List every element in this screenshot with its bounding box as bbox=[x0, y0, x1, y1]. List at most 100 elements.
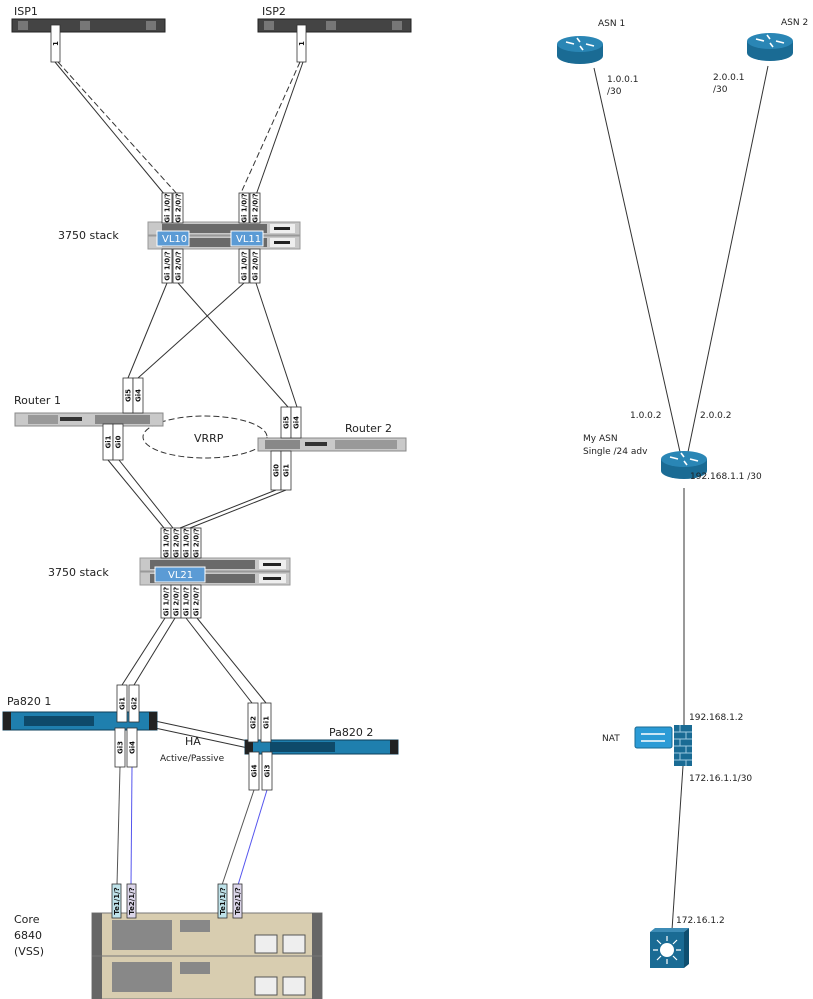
isp2-label: ISP2 bbox=[262, 5, 286, 18]
port-label: Gi0 bbox=[112, 423, 124, 461]
port-label: Gi4 bbox=[290, 406, 302, 439]
port-label: Gi 1/0/? bbox=[160, 584, 172, 619]
port-box bbox=[238, 192, 250, 224]
fw-down-ip: 172.16.1.1/30 bbox=[689, 774, 752, 784]
port-label: Gi 1/0/? bbox=[238, 248, 250, 284]
port-name: Gi 2/0/? bbox=[175, 193, 183, 223]
my-asn-ip2: 2.0.0.2 bbox=[700, 411, 732, 421]
port-name: Te2/1/? bbox=[234, 887, 242, 915]
pa1-label: Pa820 1 bbox=[7, 695, 51, 708]
port-label: Gi 1/0/? bbox=[161, 192, 173, 224]
port-name: Gi 1/0/? bbox=[163, 587, 171, 617]
port-label: Gi 2/0/? bbox=[249, 248, 261, 284]
asn2-router-icon bbox=[747, 33, 793, 61]
port-label: Gi 1/0/? bbox=[161, 248, 173, 284]
port-name: Gi 1/0/? bbox=[183, 587, 191, 617]
port-label: 1 bbox=[50, 24, 61, 63]
port-box bbox=[247, 702, 259, 743]
port-label: Gi5 bbox=[280, 406, 292, 439]
port-label: Gi 2/0/? bbox=[170, 527, 182, 559]
port-name: Gi1 bbox=[119, 697, 127, 710]
port-box bbox=[190, 527, 202, 559]
port-name: Gi4 bbox=[135, 389, 143, 402]
vlan-tag-vl21: VL21 bbox=[154, 566, 206, 583]
asn1-mask: /30 bbox=[607, 87, 622, 97]
port-box bbox=[280, 450, 292, 491]
port-label: Gi 2/0/? bbox=[190, 584, 202, 619]
port-box bbox=[190, 584, 202, 619]
stack2-label: 3750 stack bbox=[48, 566, 109, 579]
port-label: Gi 2/0/? bbox=[172, 248, 184, 284]
asn2-label: ASN 2 bbox=[781, 18, 808, 28]
port-name: Gi 1/0/? bbox=[163, 528, 171, 558]
isp1-device bbox=[11, 18, 166, 33]
isp2-device bbox=[257, 18, 412, 33]
port-name: Gi 2/0/? bbox=[252, 251, 260, 281]
port-label: Gi1 bbox=[280, 450, 292, 491]
port-name: Gi2 bbox=[250, 716, 258, 729]
port-label: Gi1 bbox=[116, 684, 128, 723]
port-box bbox=[172, 248, 184, 284]
port-box bbox=[116, 684, 128, 723]
firewall-icon bbox=[634, 725, 692, 766]
fw-up-ip: 192.168.1.2 bbox=[689, 713, 743, 723]
port-label: Te2/1/? bbox=[232, 883, 243, 919]
port-label: Gi4 bbox=[132, 377, 144, 414]
vlan-label: VL10 bbox=[162, 234, 187, 245]
layer3-switch-icon bbox=[650, 928, 689, 968]
port-box bbox=[132, 377, 144, 414]
port-name: Te1/1/? bbox=[219, 887, 227, 915]
blue-links bbox=[130, 766, 268, 886]
port-name: Gi 1/0/? bbox=[183, 528, 191, 558]
links-right bbox=[593, 65, 769, 931]
port-label: Gi1 bbox=[260, 702, 272, 743]
my-asn-router-icon bbox=[661, 451, 707, 479]
port-label: Gi 2/0/? bbox=[190, 527, 202, 559]
port-name: Gi0 bbox=[115, 435, 123, 448]
asn2-ip: 2.0.0.1 bbox=[713, 73, 745, 83]
asn2-mask: /30 bbox=[713, 85, 728, 95]
port-name: Gi5 bbox=[125, 389, 133, 402]
port-label: Gi 1/0/? bbox=[160, 527, 172, 559]
port-name: Te2/1/? bbox=[128, 887, 136, 915]
port-label: Te1/1/? bbox=[217, 883, 228, 919]
port-name: Gi4 bbox=[129, 741, 137, 754]
port-name: Gi3 bbox=[117, 741, 125, 754]
router1-device bbox=[14, 412, 164, 427]
core-label-line2: 6840 bbox=[14, 929, 42, 942]
port-label: Gi 1/0/? bbox=[238, 192, 250, 224]
port-box bbox=[50, 24, 61, 63]
vrrp-label: VRRP bbox=[194, 432, 224, 445]
port-name: Gi2 bbox=[131, 697, 139, 710]
router2-device bbox=[257, 437, 407, 452]
port-label: Gi1 bbox=[102, 423, 114, 461]
ha-label: HA bbox=[185, 735, 201, 748]
port-box bbox=[232, 883, 243, 919]
asn1-ip: 1.0.0.1 bbox=[607, 75, 639, 85]
port-name: Gi3 bbox=[264, 764, 272, 777]
my-asn-down-ip: 192.168.1.1 /30 bbox=[690, 472, 762, 482]
pa2-device bbox=[244, 739, 399, 755]
port-label: Gi 2/0/? bbox=[172, 192, 184, 224]
port-name: Gi0 bbox=[273, 464, 281, 477]
port-box bbox=[126, 883, 137, 919]
port-name: 1 bbox=[298, 41, 306, 46]
port-box bbox=[249, 248, 261, 284]
port-box bbox=[217, 883, 228, 919]
port-name: 1 bbox=[52, 41, 60, 46]
port-name: Gi4 bbox=[251, 764, 259, 777]
port-name: Gi 2/0/? bbox=[252, 193, 260, 223]
port-label: Gi0 bbox=[270, 450, 282, 491]
port-name: Gi 2/0/? bbox=[173, 587, 181, 617]
port-box bbox=[161, 192, 173, 224]
vlan-label: VL21 bbox=[168, 570, 193, 581]
isp1-label: ISP1 bbox=[14, 5, 38, 18]
port-label: Gi2 bbox=[247, 702, 259, 743]
port-box bbox=[260, 702, 272, 743]
vlan-label: VL11 bbox=[236, 234, 261, 245]
port-name: Gi5 bbox=[283, 416, 291, 429]
port-box bbox=[172, 192, 184, 224]
router1-label: Router 1 bbox=[14, 394, 61, 407]
port-label: Gi4 bbox=[126, 727, 138, 768]
links-left bbox=[54, 61, 304, 886]
